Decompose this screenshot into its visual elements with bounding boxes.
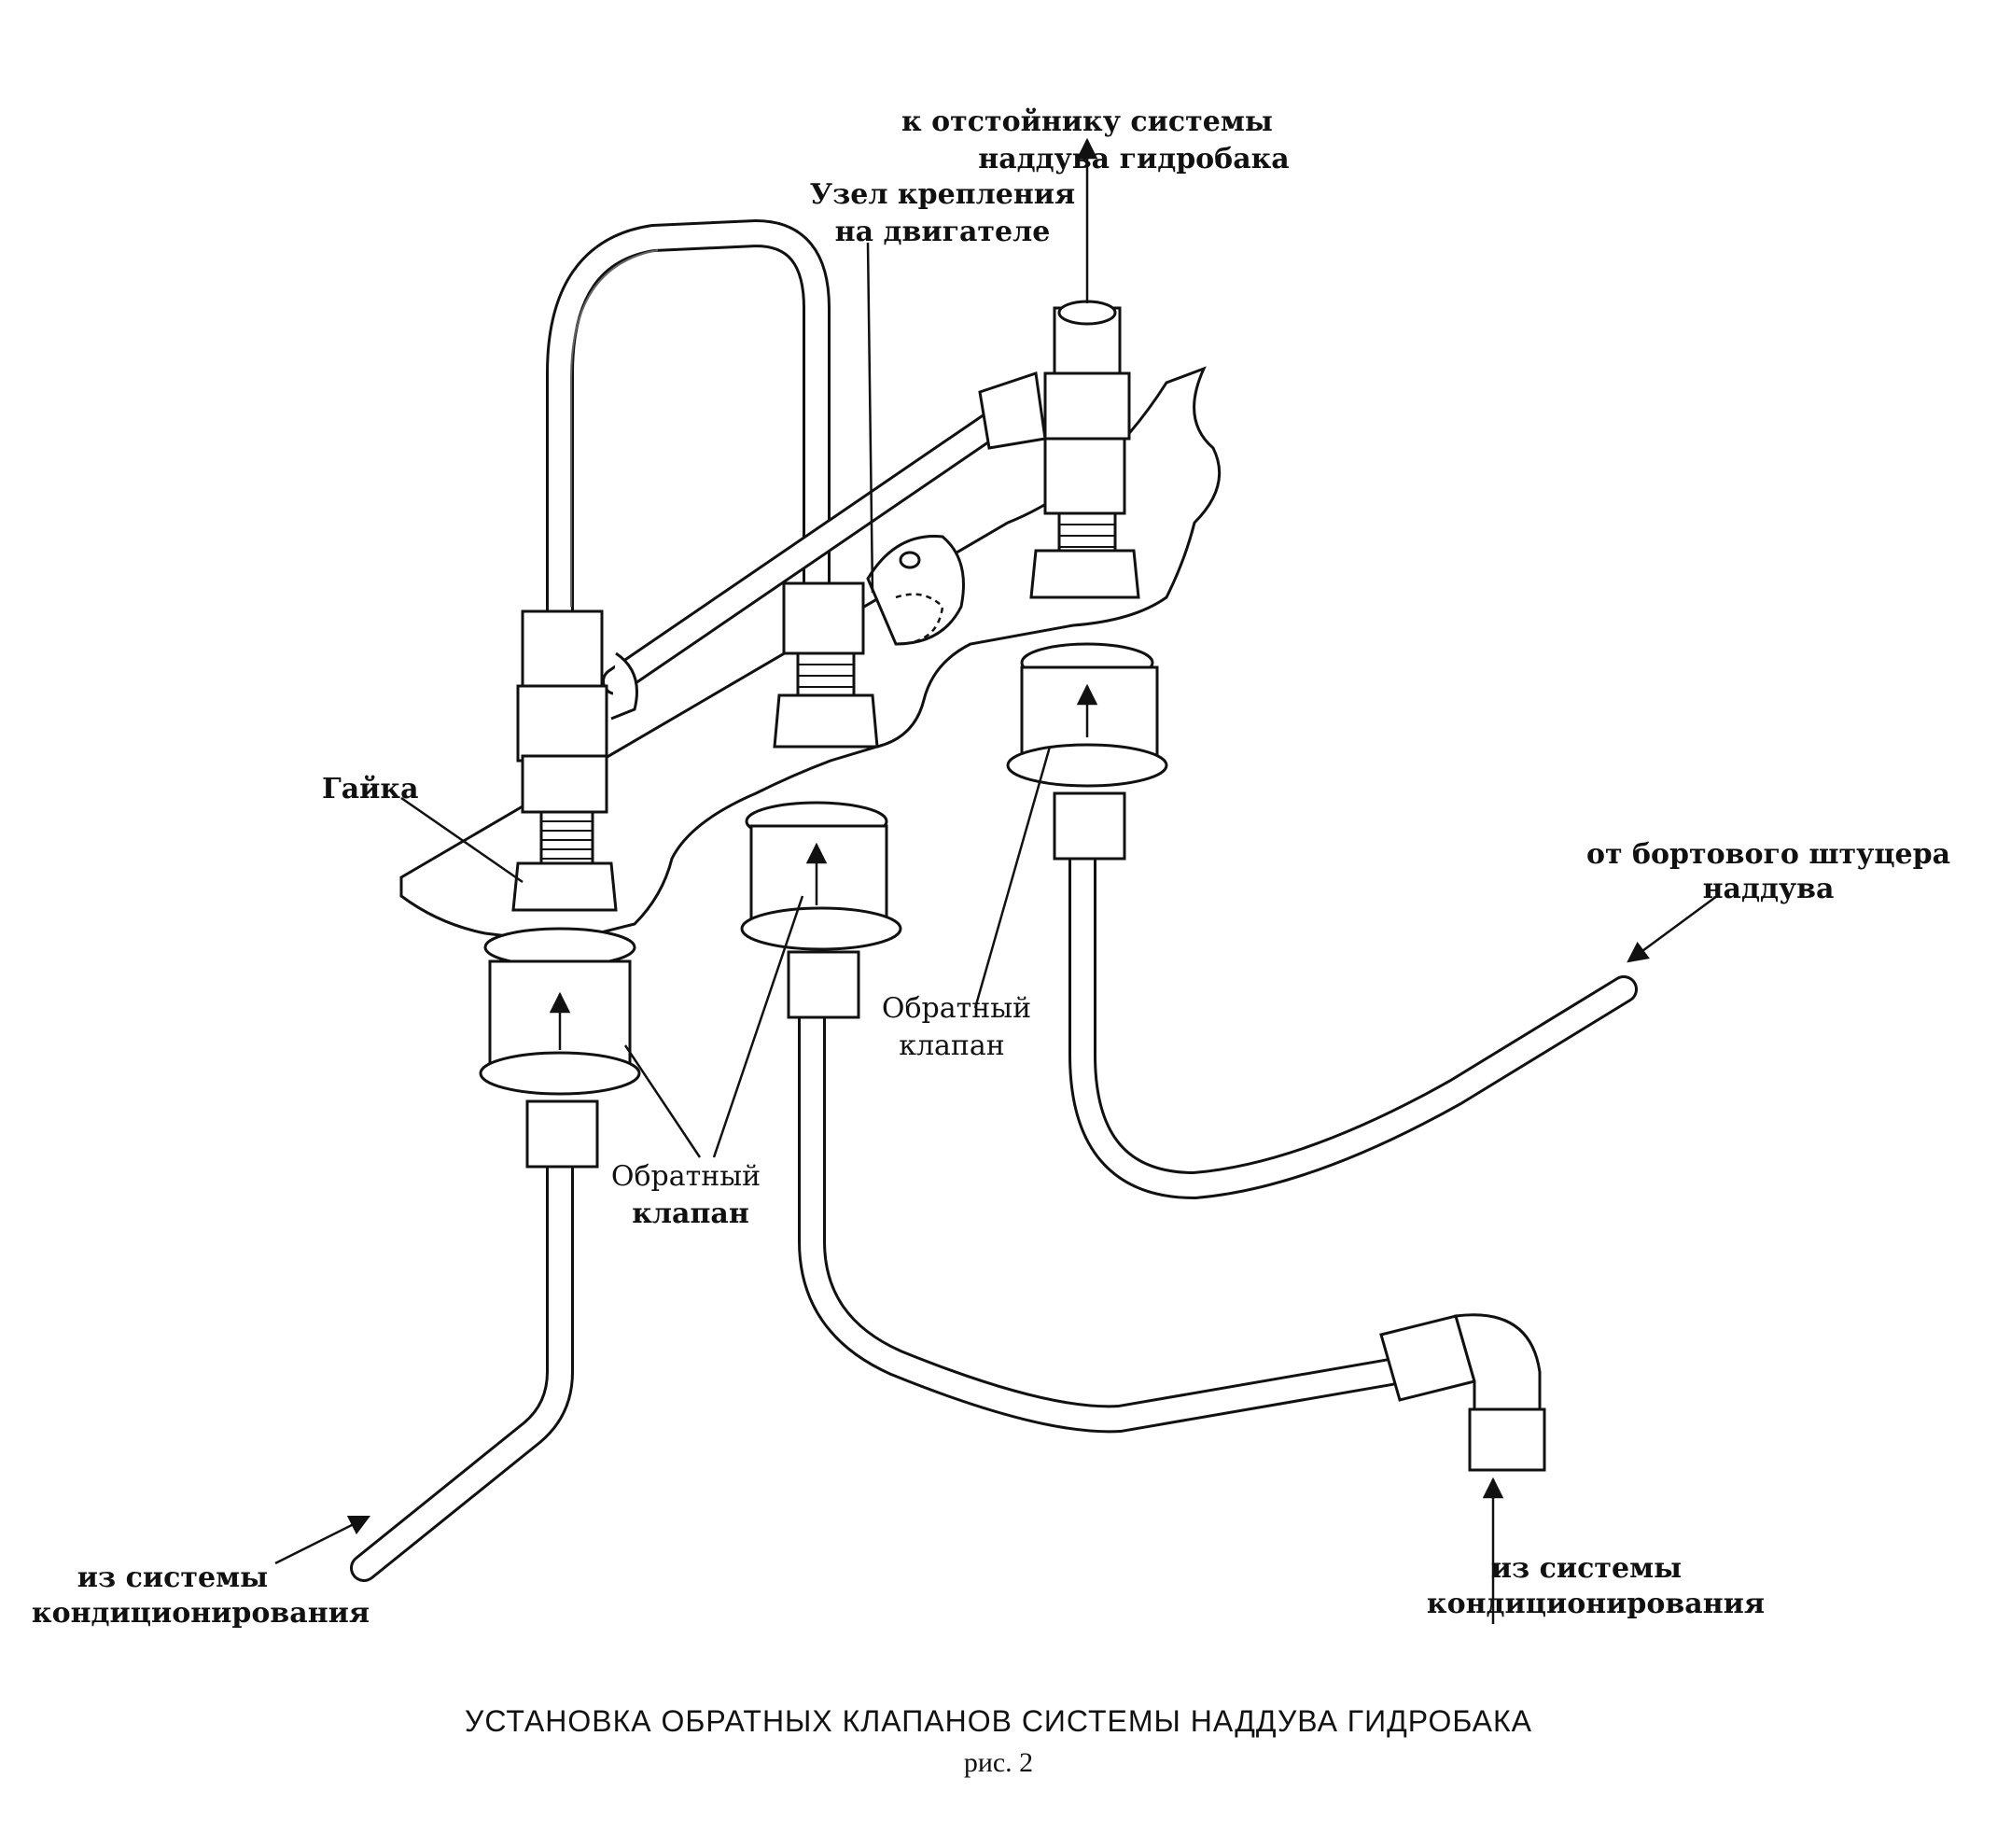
pipe-network <box>350 219 1638 1582</box>
caption-title: УСТАНОВКА ОБРАТНЫХ КЛАПАНОВ СИСТЕМЫ НАДД… <box>465 1704 1532 1738</box>
label-nut: Гайка <box>322 773 419 805</box>
caption-figure-number: рис. 2 <box>964 1747 1033 1778</box>
label-sump-line1: к отстойнику системы <box>901 105 1273 138</box>
label-valve-left-line2: клапан <box>632 1197 749 1230</box>
label-mount-line2: на двигателе <box>835 216 1051 248</box>
label-board-fitting-line1: от бортового штуцера <box>1586 838 1950 871</box>
label-cond-left-line2: кондиционирования <box>32 1597 370 1630</box>
label-sump-line2: наддува гидробака <box>978 143 1290 175</box>
label-valve-left-line1: Обратный <box>611 1160 761 1193</box>
right-valve-assembly <box>978 300 1168 861</box>
figure-caption: УСТАНОВКА ОБРАТНЫХ КЛАПАНОВ СИСТЕМЫ НАДД… <box>465 1704 1532 1778</box>
leader-lines <box>400 242 1052 1158</box>
labels: к отстойнику системы наддува гидробака У… <box>32 105 1950 1630</box>
label-valve-right-line2: клапан <box>899 1029 1005 1062</box>
left-valve-assembly <box>479 609 641 1169</box>
label-cond-left-line1: из системы <box>77 1561 268 1594</box>
flow-arrows <box>274 137 1718 1624</box>
label-mount-line1: Узел крепления <box>810 178 1075 211</box>
label-board-fitting-line2: наддува <box>1703 873 1835 905</box>
label-valve-right-line1: Обратный <box>882 992 1031 1025</box>
middle-valve-assembly <box>740 581 902 1019</box>
label-cond-right-line2: кондиционирования <box>1427 1588 1765 1620</box>
label-cond-right-line1: из системы <box>1491 1552 1682 1585</box>
elbow-fitting <box>1379 1313 1546 1472</box>
